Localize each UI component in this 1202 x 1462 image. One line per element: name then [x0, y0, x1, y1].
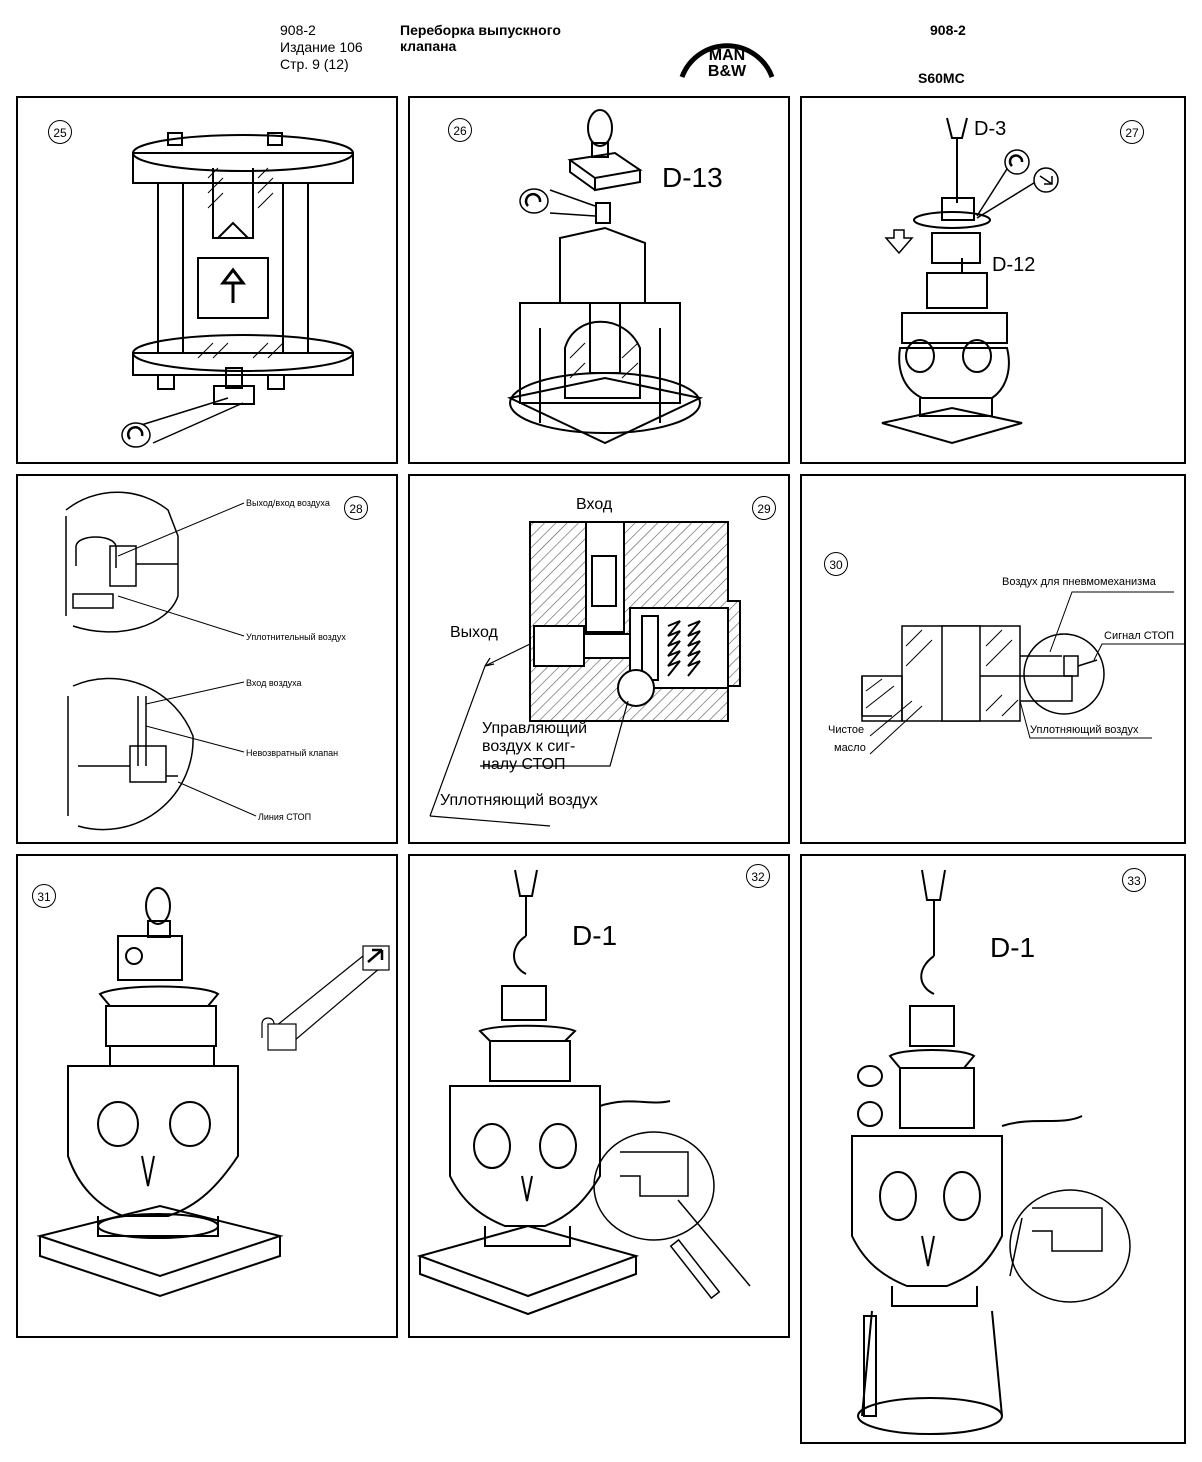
label-control-air-1: Управляющий: [482, 720, 588, 737]
right-doc-number: 908-2: [930, 22, 966, 38]
label-stop-line: Линия СТОП: [258, 812, 312, 822]
tool-label-d3: D-3: [974, 118, 1007, 140]
air-connections-illustration: [65, 491, 257, 831]
label-pneumatic-air: Воздух для пневмомеханизма: [1002, 576, 1156, 588]
panel-31: 31: [16, 854, 398, 1338]
engine-type: S60MC: [918, 70, 965, 86]
label-air-outlet-inlet: Выход/вход воздуха: [246, 498, 330, 508]
logo-man-text: MAN: [709, 47, 745, 64]
valve-assembly-illustration: [36, 887, 390, 1298]
step-number: 27: [1120, 120, 1144, 144]
step-number: 32: [746, 864, 770, 888]
page-number: Стр. 9 (12): [280, 56, 349, 72]
label-sealing-air: Уплотнительный воздух: [246, 632, 346, 642]
valve-lift-illustration: [416, 869, 751, 1316]
tool-label: D-1: [572, 920, 618, 951]
panel-26: 26 D-13: [408, 96, 790, 464]
lifting-tool-illustration: [506, 109, 704, 445]
step-number: 33: [1122, 868, 1146, 892]
label-sealing-air: Уплотняющий воздух: [440, 792, 598, 809]
panel-25: 25: [16, 96, 398, 464]
panel-29: 29 Вход Выход Управляющий воздух к сиг- …: [408, 474, 790, 844]
label-air-inlet: Вход воздуха: [246, 678, 302, 688]
valve-section-illustration: [429, 521, 741, 827]
label-sealing-air: Уплотняющий воздух: [1030, 724, 1139, 736]
label-inlet: Вход: [576, 496, 613, 513]
step-number: 28: [344, 496, 368, 520]
panel-32: 32 D-1: [408, 854, 790, 1338]
panel-27: 27 D-3 D-12: [800, 96, 1186, 464]
tool-label-d12: D-12: [992, 254, 1036, 276]
valve-hoist-illustration: [881, 117, 1059, 445]
label-control-air-3: налу СТОП: [482, 756, 566, 773]
label-clean-oil-1: Чистое: [828, 724, 865, 736]
panel-30: 30 Воздух для пневмомеханизма Сигнал СТО…: [800, 474, 1186, 844]
valve-lowering-illustration: [851, 869, 1131, 1435]
panel-28: 28 Выход/вход воздуха Уплотнительный воз…: [16, 474, 398, 844]
man-bw-logo: MAN B&W: [672, 22, 782, 82]
page-title-line1: Переборка выпускного: [400, 22, 561, 38]
tool-label: D-13: [662, 162, 723, 193]
step-number: 31: [32, 884, 56, 908]
edition: Издание 106: [280, 39, 363, 55]
doc-number: 908-2: [280, 22, 316, 38]
page-title-line2: клапана: [400, 38, 457, 54]
label-control-air-2: воздух к сиг-: [482, 738, 576, 755]
air-spring-section-illustration: [861, 591, 1184, 755]
press-tool-illustration: [121, 132, 354, 448]
label-clean-oil-2: масло: [834, 742, 866, 754]
step-number: 26: [448, 118, 472, 142]
step-number: 30: [824, 552, 848, 576]
step-number: 25: [48, 120, 72, 144]
logo-bw-text: B&W: [708, 63, 747, 80]
panel-33: 33 D-1: [800, 854, 1186, 1444]
label-check-valve: Невозвратный клапан: [246, 748, 339, 758]
tool-label: D-1: [990, 932, 1036, 963]
label-outlet: Выход: [450, 624, 498, 641]
step-number: 29: [752, 496, 776, 520]
label-stop-signal: Сигнал СТОП: [1104, 630, 1175, 642]
